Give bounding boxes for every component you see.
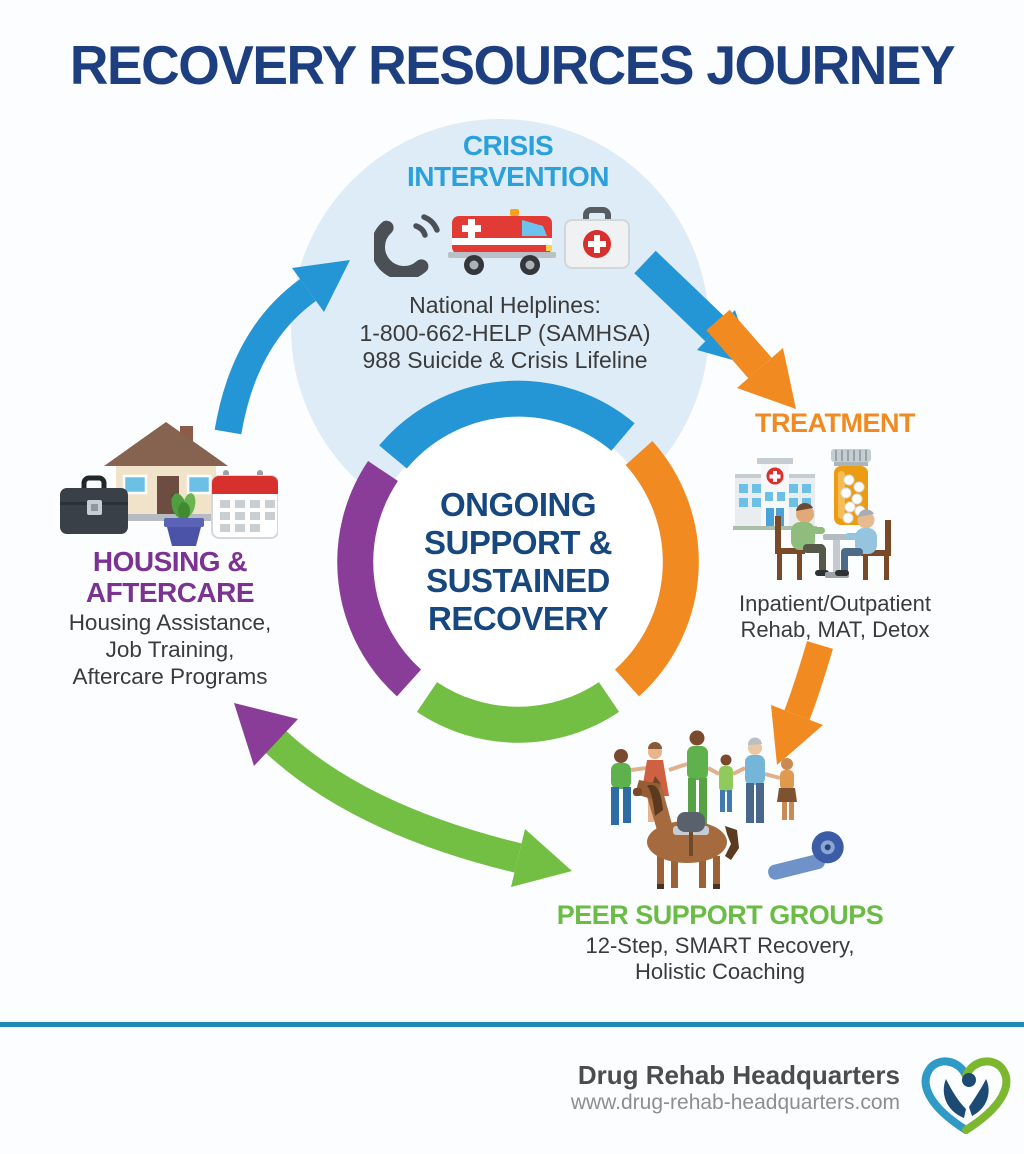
crisis-detail-line: National Helplines: (409, 292, 601, 318)
center-line: SUSTAINED (426, 562, 610, 599)
crisis-details: National Helplines: 1-800-662-HELP (SAMH… (315, 292, 695, 375)
housing-heading-line1: HOUSING & (92, 546, 248, 577)
housing-heading: HOUSING & AFTERCARE (40, 546, 300, 608)
treatment-details: Inpatient/Outpatient Rehab, MAT, Detox (705, 591, 965, 643)
crisis-detail-line: 988 Suicide & Crisis Lifeline (362, 347, 648, 373)
peer-detail-line: 12-Step, SMART Recovery, (585, 933, 855, 958)
ambulance-icon (448, 209, 556, 275)
crisis-heading-line1: CRISIS (462, 130, 554, 161)
peer-support-heading: PEER SUPPORT GROUPS (556, 900, 884, 930)
yoga-mat-icon (768, 831, 844, 880)
arrow-crisis-to-treatment-orange (706, 309, 796, 409)
pill-bottle-icon (831, 449, 871, 525)
ring-segment-purple (337, 460, 422, 697)
treatment-heading: TREATMENT (755, 408, 915, 438)
housing-icons (60, 422, 278, 546)
group-people (611, 730, 797, 825)
crisis-heading-line2: INTERVENTION (407, 161, 609, 192)
peer-support-details: 12-Step, SMART Recovery, Holistic Coachi… (550, 933, 890, 985)
phone-icon (374, 214, 440, 277)
cycle-ring (337, 380, 699, 743)
housing-detail-line: Aftercare Programs (72, 664, 268, 689)
brand-logo-heart-icon (921, 1057, 1011, 1134)
footer-divider-line (0, 1022, 1024, 1027)
house-icon (104, 422, 228, 521)
housing-heading-line2: AFTERCARE (85, 577, 255, 608)
center-line: ONGOING (439, 486, 597, 523)
counseling-table-icon (775, 503, 891, 580)
crisis-heading: CRISIS INTERVENTION (348, 130, 668, 192)
page-title: RECOVERY RESOURCES JOURNEY (69, 34, 956, 96)
arrow-treatment-to-peer (771, 641, 833, 765)
support-group-icon (611, 730, 844, 889)
calendar-icon (211, 470, 278, 539)
therapy-horse-icon (633, 776, 739, 889)
housing-details: Housing Assistance, Job Training, Afterc… (25, 609, 315, 690)
arrow-peer-to-housing (234, 703, 572, 887)
treatment-detail-line: Rehab, MAT, Detox (740, 617, 930, 642)
ring-segment-blue (379, 380, 635, 469)
center-line: SUPPORT & (423, 524, 613, 561)
first-aid-kit-icon (564, 207, 630, 269)
ring-segment-green (416, 681, 620, 743)
briefcase-icon (60, 475, 128, 534)
peer-detail-line: Holistic Coaching (635, 959, 805, 984)
footer: Drug Rehab Headquarters www.drug-rehab-h… (571, 1060, 900, 1115)
center-line: RECOVERY (428, 600, 608, 637)
housing-detail-line: Housing Assistance, (68, 610, 272, 635)
ring-segment-orange (614, 440, 699, 697)
crisis-detail-line: 1-800-662-HELP (SAMHSA) (359, 319, 651, 346)
housing-detail-line: Job Training, (105, 637, 235, 662)
center-label: ONGOING SUPPORT & SUSTAINED RECOVERY (398, 486, 638, 638)
ring-inner-disc (370, 414, 666, 710)
plant-icon (164, 493, 204, 546)
website-url: www.drug-rehab-headquarters.com (570, 1091, 900, 1114)
brand-name: Drug Rehab Headquarters (577, 1060, 900, 1090)
arrow-housing-to-crisis (214, 260, 350, 435)
purple-arrowhead (234, 703, 298, 766)
flow-arrows (214, 250, 833, 887)
treatment-detail-line: Inpatient/Outpatient (738, 591, 932, 616)
